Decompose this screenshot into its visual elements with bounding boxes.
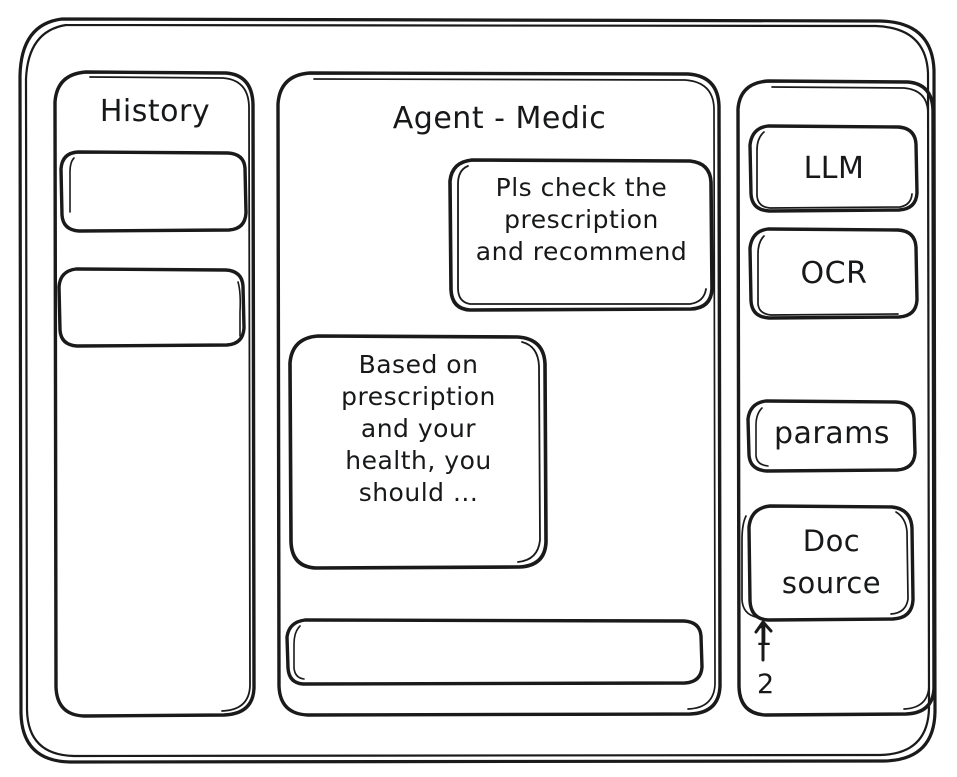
doc-source-item-2[interactable]: 2: [757, 669, 775, 700]
user-message-text: Pls check the prescription and recommend: [475, 173, 688, 266]
agent-title: Agent - Medic: [392, 101, 607, 136]
params-button-label: params: [774, 416, 890, 451]
history-item[interactable]: [59, 269, 244, 347]
agent-message-text: Based on prescription and your health, y…: [341, 350, 496, 507]
ocr-button-label: OCR: [800, 256, 868, 291]
message-input[interactable]: [287, 620, 703, 685]
history-title: History: [99, 94, 211, 129]
history-item[interactable]: [61, 152, 246, 232]
doc-source-label: Doc source: [781, 524, 882, 601]
doc-source-item-1[interactable]: 1: [755, 621, 773, 652]
llm-button-label: LLM: [803, 151, 865, 186]
